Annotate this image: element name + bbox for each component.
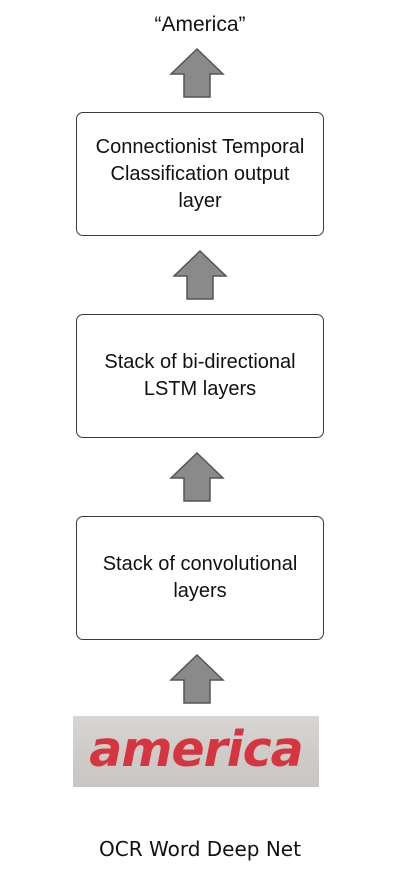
lstm-layers-box: Stack of bi-directional LSTM layers: [76, 314, 324, 438]
output-label: “America”: [154, 13, 246, 36]
convolutional-layers-box: Stack of convolutional layers: [76, 516, 324, 640]
up-arrow-icon: [169, 48, 225, 98]
ctc-output-layer-label: Connectionist Temporal Classification ou…: [95, 135, 305, 212]
input-word-image: america: [73, 716, 319, 787]
up-arrow-icon: [169, 654, 225, 704]
up-arrow-icon: [172, 250, 228, 300]
input-word-text: america: [89, 721, 303, 778]
up-arrow-icon: [169, 452, 225, 502]
ctc-output-layer-box: Connectionist Temporal Classification ou…: [76, 112, 324, 236]
figure-caption: OCR Word Deep Net: [99, 837, 301, 861]
lstm-layers-label: Stack of bi-directional LSTM layers: [104, 351, 296, 400]
convolutional-layers-label: Stack of convolutional layers: [102, 553, 298, 602]
